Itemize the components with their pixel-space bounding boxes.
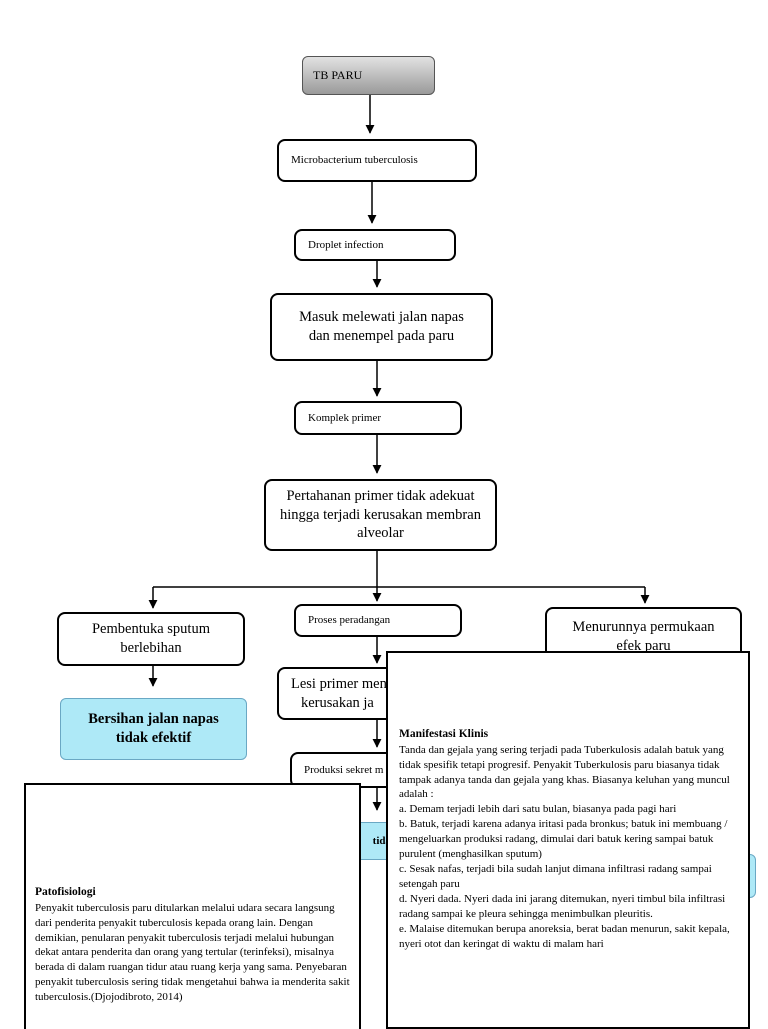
manifestasi-item-c: c. Sesak nafas, terjadi bila sudah lanju… — [399, 863, 712, 891]
manifestasi-item-e: e. Malaise ditemukan berupa anoreksia, b… — [399, 923, 730, 951]
node-left-branch: Pembentuka sputum berlebihan — [57, 612, 245, 666]
node-defense: Pertahanan primer tidak adekuat hingga t… — [264, 479, 497, 551]
manifestasi-item-a: a. Demam terjadi lebih dari satu bulan, … — [399, 803, 677, 816]
manifestasi-item-b: b. Batuk, terjadi karena adanya iritasi … — [399, 818, 728, 861]
manifestasi-item-d: d. Nyeri dada. Nyeri dada ini jarang dit… — [399, 893, 726, 921]
center-lesion-line-1: Lesi primer men — [291, 675, 387, 692]
patofisiologi-body: Penyakit tuberculosis paru ditularkan me… — [35, 901, 350, 1004]
node-root: TB PARU — [302, 56, 435, 95]
node-transmission: Droplet infection — [294, 229, 456, 261]
center-lesion-line-2: kerusakan ja — [301, 694, 374, 711]
node-center-branch: Proses peradangan — [294, 604, 462, 637]
node-left-diagnosis: Bersihan jalan napas tidak efektif — [60, 698, 247, 760]
manifestasi-klinis-panel: Manifestasi Klinis Tanda dan gejala yang… — [386, 651, 750, 1029]
patofisiologi-panel: Patofisiologi Penyakit tuberculosis paru… — [24, 783, 361, 1029]
node-cause: Microbacterium tuberculosis — [277, 139, 477, 182]
node-entry: Masuk melewati jalan napas dan menempel … — [270, 293, 493, 361]
node-complex: Komplek primer — [294, 401, 462, 435]
manifestasi-intro: Tanda dan gejala yang sering terjadi pad… — [399, 743, 730, 801]
manifestasi-title: Manifestasi Klinis — [399, 728, 489, 740]
patofisiologi-title: Patofisiologi — [35, 886, 96, 898]
